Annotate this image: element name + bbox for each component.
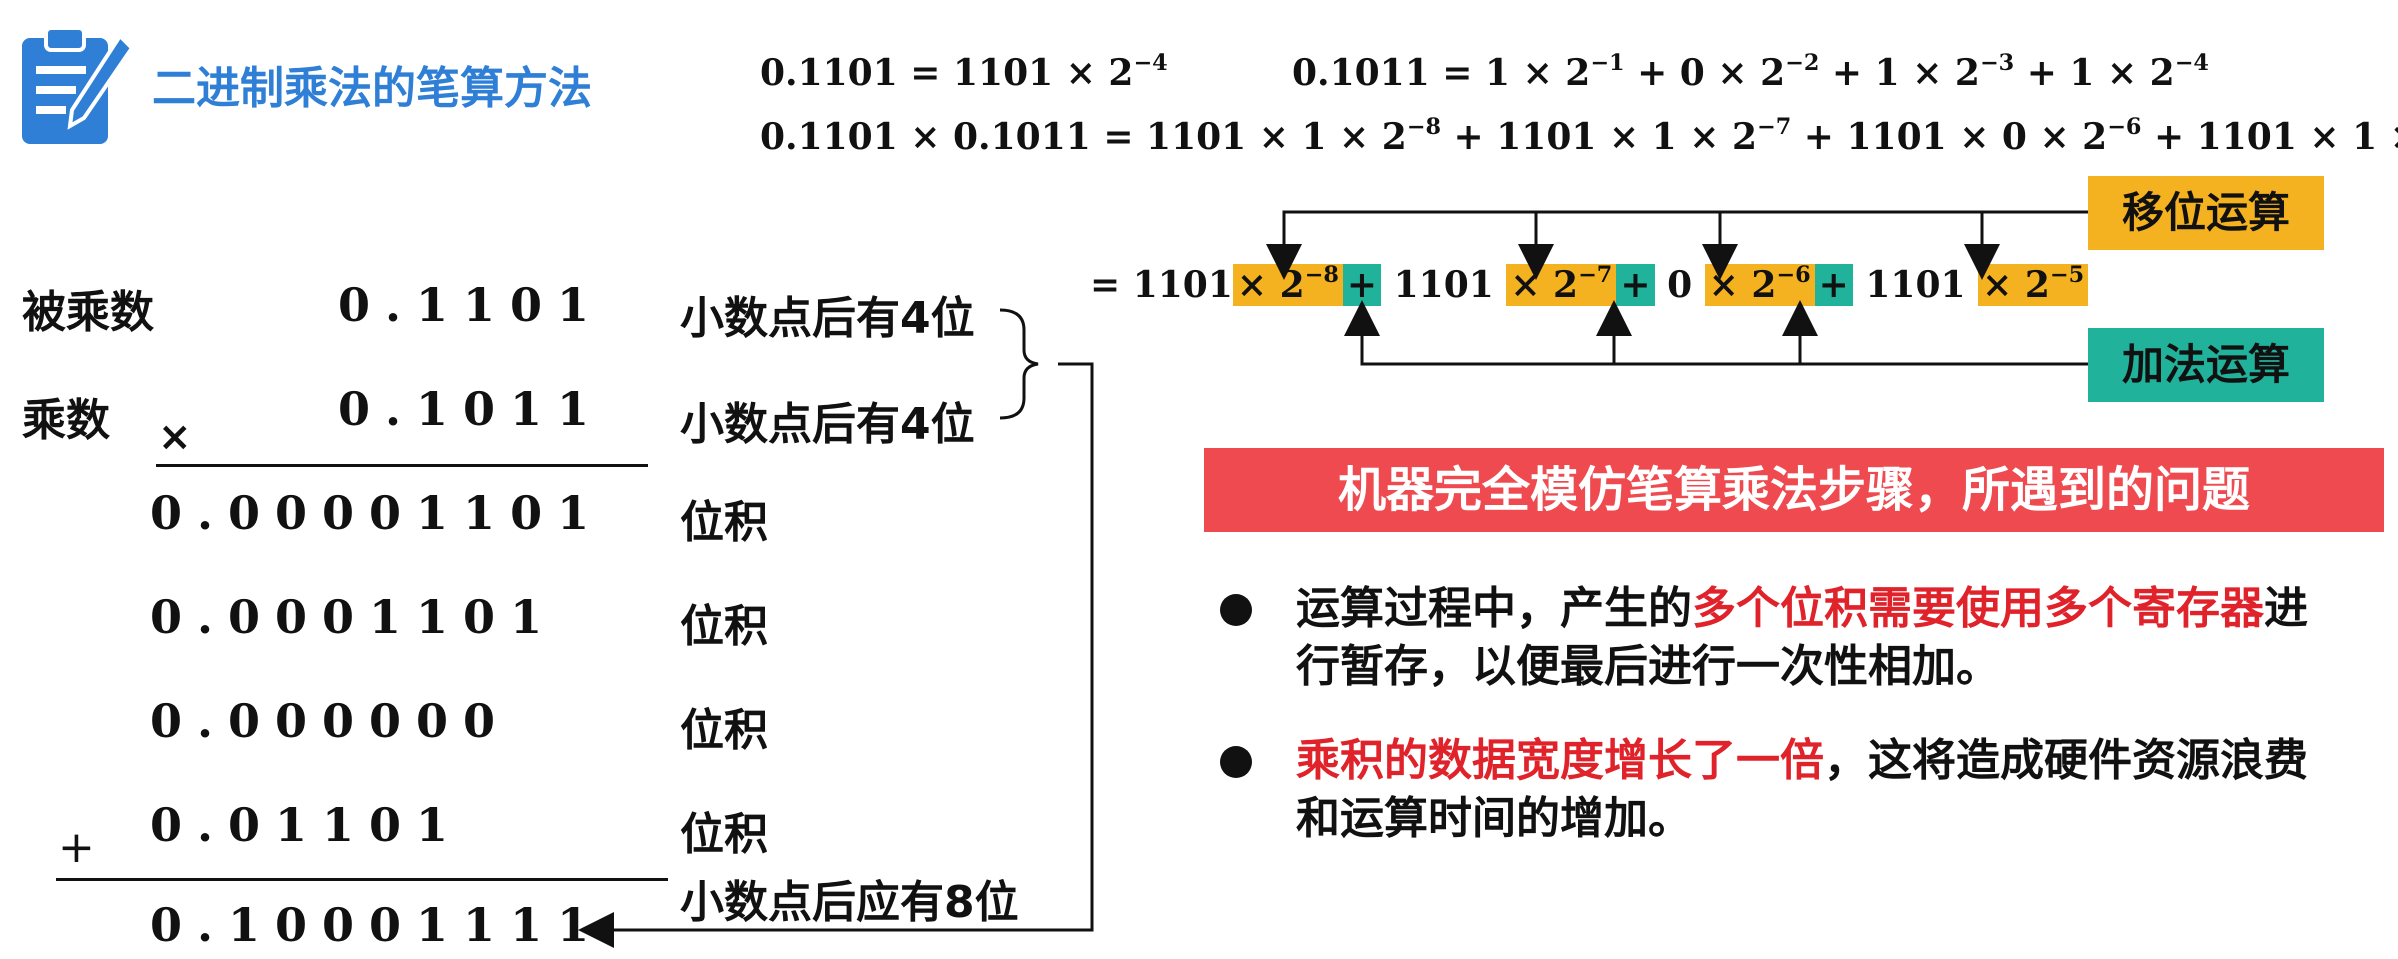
plus-sign: + xyxy=(58,822,95,873)
add-chip: + xyxy=(1616,264,1655,306)
divider-line-top xyxy=(156,464,648,467)
bullet-dot xyxy=(1220,594,1252,626)
partial-label: 位积 xyxy=(680,809,768,860)
bullet-dot xyxy=(1220,746,1252,778)
partial-product: 0.00001101 xyxy=(150,486,605,540)
result-value: 0.10001111 xyxy=(150,898,605,952)
result-note: 小数点后应有8位 xyxy=(680,877,1019,928)
partial-label: 位积 xyxy=(680,497,768,548)
add-operation-tag: 加法运算 xyxy=(2088,328,2324,402)
clipboard-icon xyxy=(18,22,136,148)
multiplicand-note: 小数点后有4位 xyxy=(680,293,975,344)
problem-banner: 机器完全模仿笔算乘法步骤，所遇到的问题 xyxy=(1204,448,2384,532)
divider-line-bottom xyxy=(56,878,668,881)
times-sign: × xyxy=(158,414,192,460)
multiplier-value: 0.1011 xyxy=(338,382,605,436)
add-chip: + xyxy=(1814,264,1853,306)
problem-item: 乘积的数据宽度增长了一倍，这将造成硬件资源浪费和运算时间的增加。 xyxy=(1296,735,2308,844)
problem-item: 运算过程中，产生的多个位积需要使用多个寄存器进行暂存，以便最后进行一次性相加。 xyxy=(1296,583,2308,692)
partial-product: 0.0001101 xyxy=(150,590,558,644)
partial-product: 0.01101 xyxy=(150,798,464,852)
formula-line1-left: 0.1101 = 1101 × 2−4 xyxy=(760,50,1168,94)
partial-label: 位积 xyxy=(680,705,768,756)
partial-label: 位积 xyxy=(680,601,768,652)
formula-line1-right: 0.1011 = 1 × 2−1 + 0 × 2−2 + 1 × 2−3 + 1… xyxy=(1292,50,2209,94)
add-chip: + xyxy=(1342,264,1382,306)
page-title: 二进制乘法的笔算方法 xyxy=(152,63,592,114)
multiplier-label: 乘数 xyxy=(22,395,110,446)
partial-product: 0.000000 xyxy=(150,694,511,748)
multiplicand-value: 0.1101 xyxy=(338,278,605,332)
shift-chip: × 2−6 xyxy=(1704,262,1815,306)
formula-line2: 0.1101 × 0.1011 = 1101 × 1 × 2−8 + 1101 … xyxy=(760,114,2398,158)
multiplicand-label: 被乘数 xyxy=(22,287,154,338)
shift-operation-tag: 移位运算 xyxy=(2088,176,2324,250)
multiplier-note: 小数点后有4位 xyxy=(680,399,975,450)
formula-line3: = 1101× 2−8+ 1101 × 2−7+ 0 × 2−6+ 1101 ×… xyxy=(1090,262,2089,306)
